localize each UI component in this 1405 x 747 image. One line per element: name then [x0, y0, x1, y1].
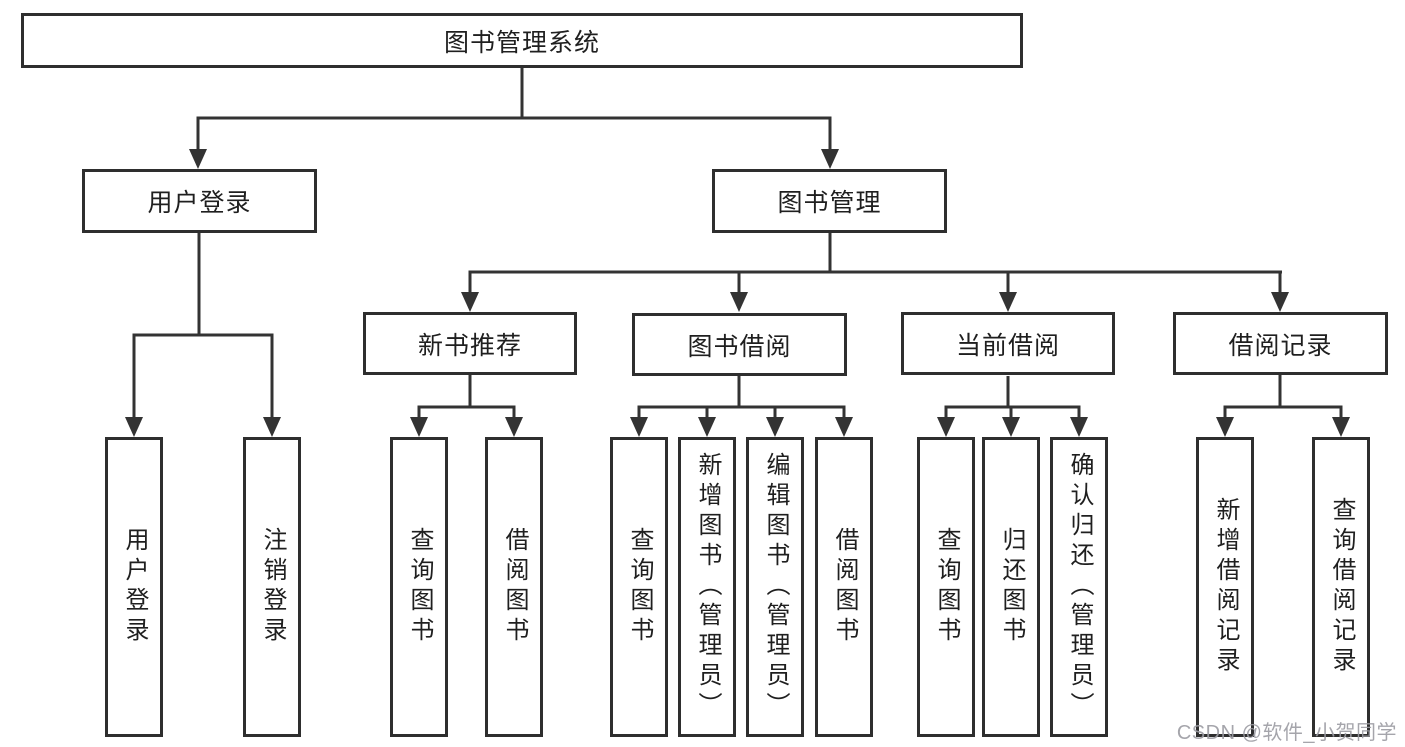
- node-current-borrow: 当前借阅: [901, 312, 1115, 375]
- leaf-borrow-books-recommend-label: 借阅图书: [501, 527, 528, 647]
- leaf-query-borrow-record: 查询借阅记录: [1312, 437, 1370, 737]
- leaf-logout-label: 注销登录: [259, 527, 286, 647]
- node-library-management-system: 图书管理系统: [21, 13, 1023, 68]
- leaf-query-books-borrow: 查询图书: [610, 437, 668, 737]
- leaf-query-books-current-label: 查询图书: [933, 527, 960, 647]
- node-book-borrow: 图书借阅: [632, 313, 847, 376]
- node-borrow-records: 借阅记录: [1173, 312, 1388, 375]
- leaf-logout: 注销登录: [243, 437, 301, 737]
- leaf-add-borrow-record-label: 新增借阅记录: [1212, 497, 1239, 677]
- leaf-borrow-books-recommend: 借阅图书: [485, 437, 543, 737]
- leaf-edit-books-admin: 编辑图书（管理员）: [746, 437, 804, 737]
- leaf-query-borrow-record-label: 查询借阅记录: [1328, 497, 1355, 677]
- leaf-edit-books-admin-label: 编辑图书（管理员）: [762, 452, 789, 722]
- leaf-query-books-recommend: 查询图书: [390, 437, 448, 737]
- node-book-management: 图书管理: [712, 169, 947, 233]
- leaf-return-books: 归还图书: [982, 437, 1040, 737]
- leaf-query-books-borrow-label: 查询图书: [626, 527, 653, 647]
- leaf-query-books-current: 查询图书: [917, 437, 975, 737]
- leaf-borrow-books: 借阅图书: [815, 437, 873, 737]
- leaf-add-books-admin: 新增图书（管理员）: [678, 437, 736, 737]
- leaf-add-borrow-record: 新增借阅记录: [1196, 437, 1254, 737]
- leaf-borrow-books-label: 借阅图书: [831, 527, 858, 647]
- leaf-user-login-label: 用户登录: [121, 527, 148, 647]
- node-new-book-recommend: 新书推荐: [363, 312, 577, 375]
- leaf-add-books-admin-label: 新增图书（管理员）: [694, 452, 721, 722]
- leaf-user-login: 用户登录: [105, 437, 163, 737]
- node-user-login: 用户登录: [82, 169, 317, 233]
- leaf-return-books-label: 归还图书: [998, 527, 1025, 647]
- leaf-confirm-return-admin-label: 确认归还（管理员）: [1066, 452, 1093, 722]
- leaf-confirm-return-admin: 确认归还（管理员）: [1050, 437, 1108, 737]
- leaf-query-books-recommend-label: 查询图书: [406, 527, 433, 647]
